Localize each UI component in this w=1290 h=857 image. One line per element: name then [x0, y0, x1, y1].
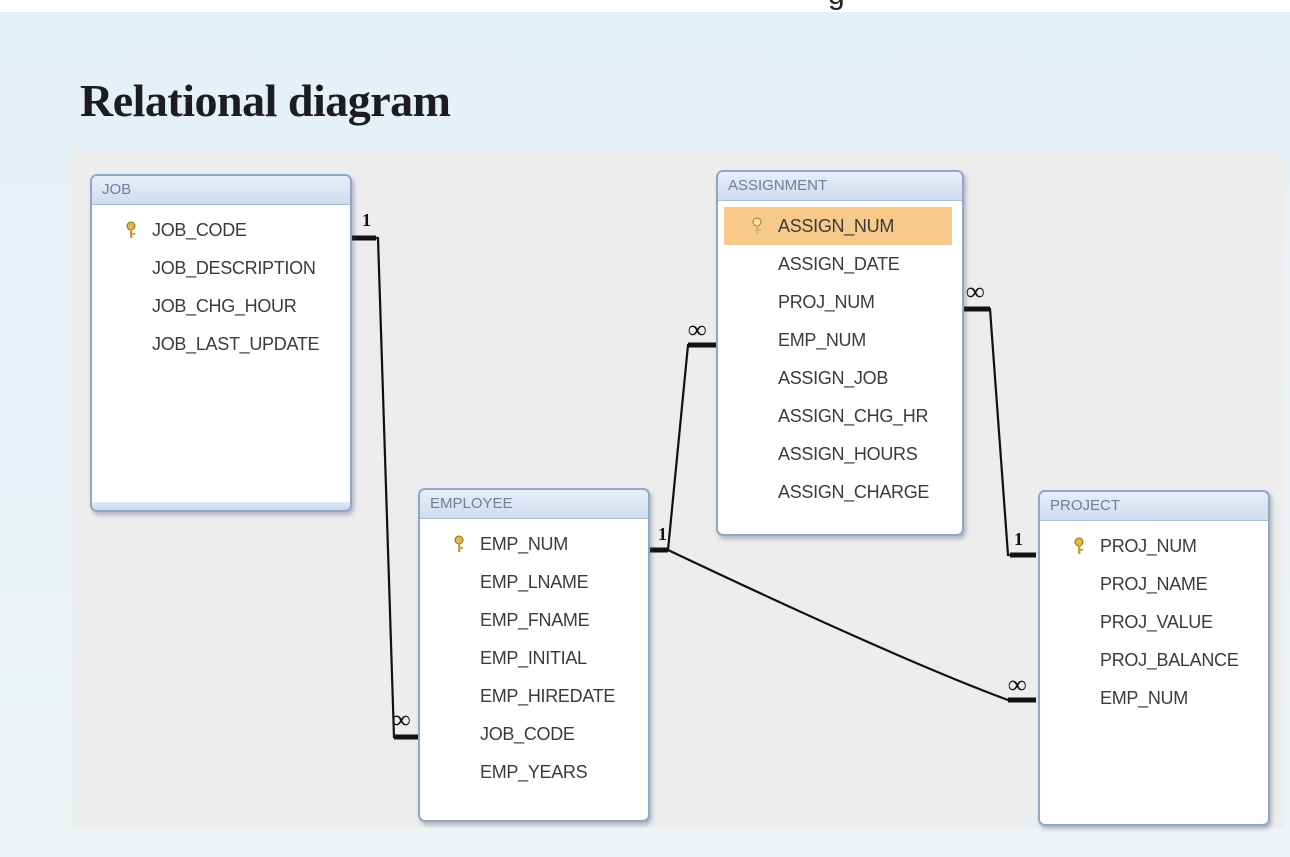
field-row[interactable]: JOB_DESCRIPTION: [92, 249, 350, 287]
field-name: PROJ_NUM: [778, 292, 875, 312]
field-name: ASSIGN_JOB: [778, 368, 889, 388]
field-row[interactable]: ASSIGN_HOURS: [718, 435, 962, 473]
field-name: EMP_FNAME: [480, 610, 590, 630]
table-job[interactable]: JOB JOB_CODE JOB_DESCRIPTION JOB_CHG_HOU…: [90, 174, 352, 512]
field-name: PROJ_NUM: [1100, 536, 1197, 556]
field-row[interactable]: JOB_LAST_UPDATE: [92, 325, 350, 363]
field-row[interactable]: EMP_HIREDATE: [420, 677, 648, 715]
table-employee[interactable]: EMPLOYEE EMP_NUM EMP_LNAME EMP_FNAME EMP…: [418, 488, 650, 822]
field-name: ASSIGN_CHARGE: [778, 482, 930, 502]
field-row[interactable]: JOB_CODE: [420, 715, 648, 753]
field-row[interactable]: PROJ_NAME: [1040, 565, 1268, 603]
field-row[interactable]: ASSIGN_JOB: [718, 359, 962, 397]
field-name: EMP_NUM: [1100, 688, 1188, 708]
primary-key-icon: [752, 217, 762, 234]
field-name: EMP_INITIAL: [480, 648, 587, 668]
field-name: EMP_NUM: [480, 534, 568, 554]
table-footer: [92, 502, 350, 510]
field-name: EMP_YEARS: [480, 762, 588, 782]
field-name: PROJ_NAME: [1100, 574, 1208, 594]
field-row-selected[interactable]: ASSIGN_NUM: [724, 207, 952, 245]
page-title: Relational diagram: [80, 75, 451, 126]
field-list: EMP_NUM EMP_LNAME EMP_FNAME EMP_INITIAL …: [420, 519, 648, 791]
field-name: EMP_NUM: [778, 330, 866, 350]
table-assignment[interactable]: ASSIGNMENT ASSIGN_NUM ASSIGN_DATE PROJ_N…: [716, 170, 964, 536]
cropped-text-fragment: g: [828, 0, 845, 12]
field-row[interactable]: EMP_NUM: [718, 321, 962, 359]
field-row[interactable]: EMP_NUM: [420, 525, 648, 563]
cardinality-one-project: 1: [1014, 529, 1023, 549]
field-row[interactable]: ASSIGN_DATE: [718, 245, 962, 283]
primary-key-icon: [454, 535, 464, 552]
relationship-line-project-assignment[interactable]: [963, 307, 1036, 557]
field-name: ASSIGN_NUM: [778, 216, 895, 236]
cardinality-many-employee: ∞: [392, 705, 411, 734]
field-list: ASSIGN_NUM ASSIGN_DATE PROJ_NUM EMP_NUM …: [718, 201, 962, 511]
field-row[interactable]: EMP_INITIAL: [420, 639, 648, 677]
field-row[interactable]: ASSIGN_CHARGE: [718, 473, 962, 511]
relationship-line-employee-assignment[interactable]: [650, 343, 716, 552]
field-name: JOB_CODE: [480, 724, 575, 744]
field-row[interactable]: PROJ_NUM: [1040, 527, 1268, 565]
table-header[interactable]: PROJECT: [1040, 492, 1268, 521]
field-row[interactable]: PROJ_BALANCE: [1040, 641, 1268, 679]
field-name: EMP_HIREDATE: [480, 686, 616, 706]
table-header[interactable]: ASSIGNMENT: [718, 172, 962, 201]
field-row[interactable]: JOB_CHG_HOUR: [92, 287, 350, 325]
table-project[interactable]: PROJECT PROJ_NUM PROJ_NAME PROJ_VALUE PR…: [1038, 490, 1270, 826]
field-name: PROJ_BALANCE: [1100, 650, 1239, 670]
field-row[interactable]: ASSIGN_CHG_HR: [718, 397, 962, 435]
field-row[interactable]: PROJ_NUM: [718, 283, 962, 321]
cardinality-one-employee: 1: [658, 524, 667, 544]
field-name: EMP_LNAME: [480, 572, 589, 592]
field-name: JOB_CODE: [152, 220, 247, 240]
field-name: JOB_LAST_UPDATE: [152, 334, 320, 354]
primary-key-icon: [126, 221, 136, 238]
field-row[interactable]: PROJ_VALUE: [1040, 603, 1268, 641]
field-name: JOB_CHG_HOUR: [152, 296, 297, 316]
field-list: JOB_CODE JOB_DESCRIPTION JOB_CHG_HOUR JO…: [92, 205, 350, 363]
cardinality-many-assignment-right: ∞: [966, 277, 985, 306]
field-row[interactable]: EMP_YEARS: [420, 753, 648, 791]
cardinality-one-job: 1: [362, 210, 371, 230]
field-name: JOB_DESCRIPTION: [152, 258, 316, 278]
field-name: ASSIGN_HOURS: [778, 444, 918, 464]
field-name: ASSIGN_CHG_HR: [778, 406, 929, 426]
field-row[interactable]: EMP_LNAME: [420, 563, 648, 601]
table-header[interactable]: JOB: [92, 176, 350, 205]
field-row[interactable]: JOB_CODE: [92, 211, 350, 249]
cardinality-many-project: ∞: [1008, 670, 1027, 699]
relationship-line-employee-project[interactable]: [667, 549, 1036, 702]
field-row[interactable]: EMP_FNAME: [420, 601, 648, 639]
table-header[interactable]: EMPLOYEE: [420, 490, 648, 519]
primary-key-icon: [1074, 537, 1084, 554]
cardinality-many-assignment-left: ∞: [688, 315, 707, 344]
field-name: PROJ_VALUE: [1100, 612, 1213, 632]
field-name: ASSIGN_DATE: [778, 254, 900, 274]
relationship-line-job-employee[interactable]: [352, 236, 418, 739]
field-list: PROJ_NUM PROJ_NAME PROJ_VALUE PROJ_BALAN…: [1040, 521, 1268, 717]
field-row[interactable]: EMP_NUM: [1040, 679, 1268, 717]
